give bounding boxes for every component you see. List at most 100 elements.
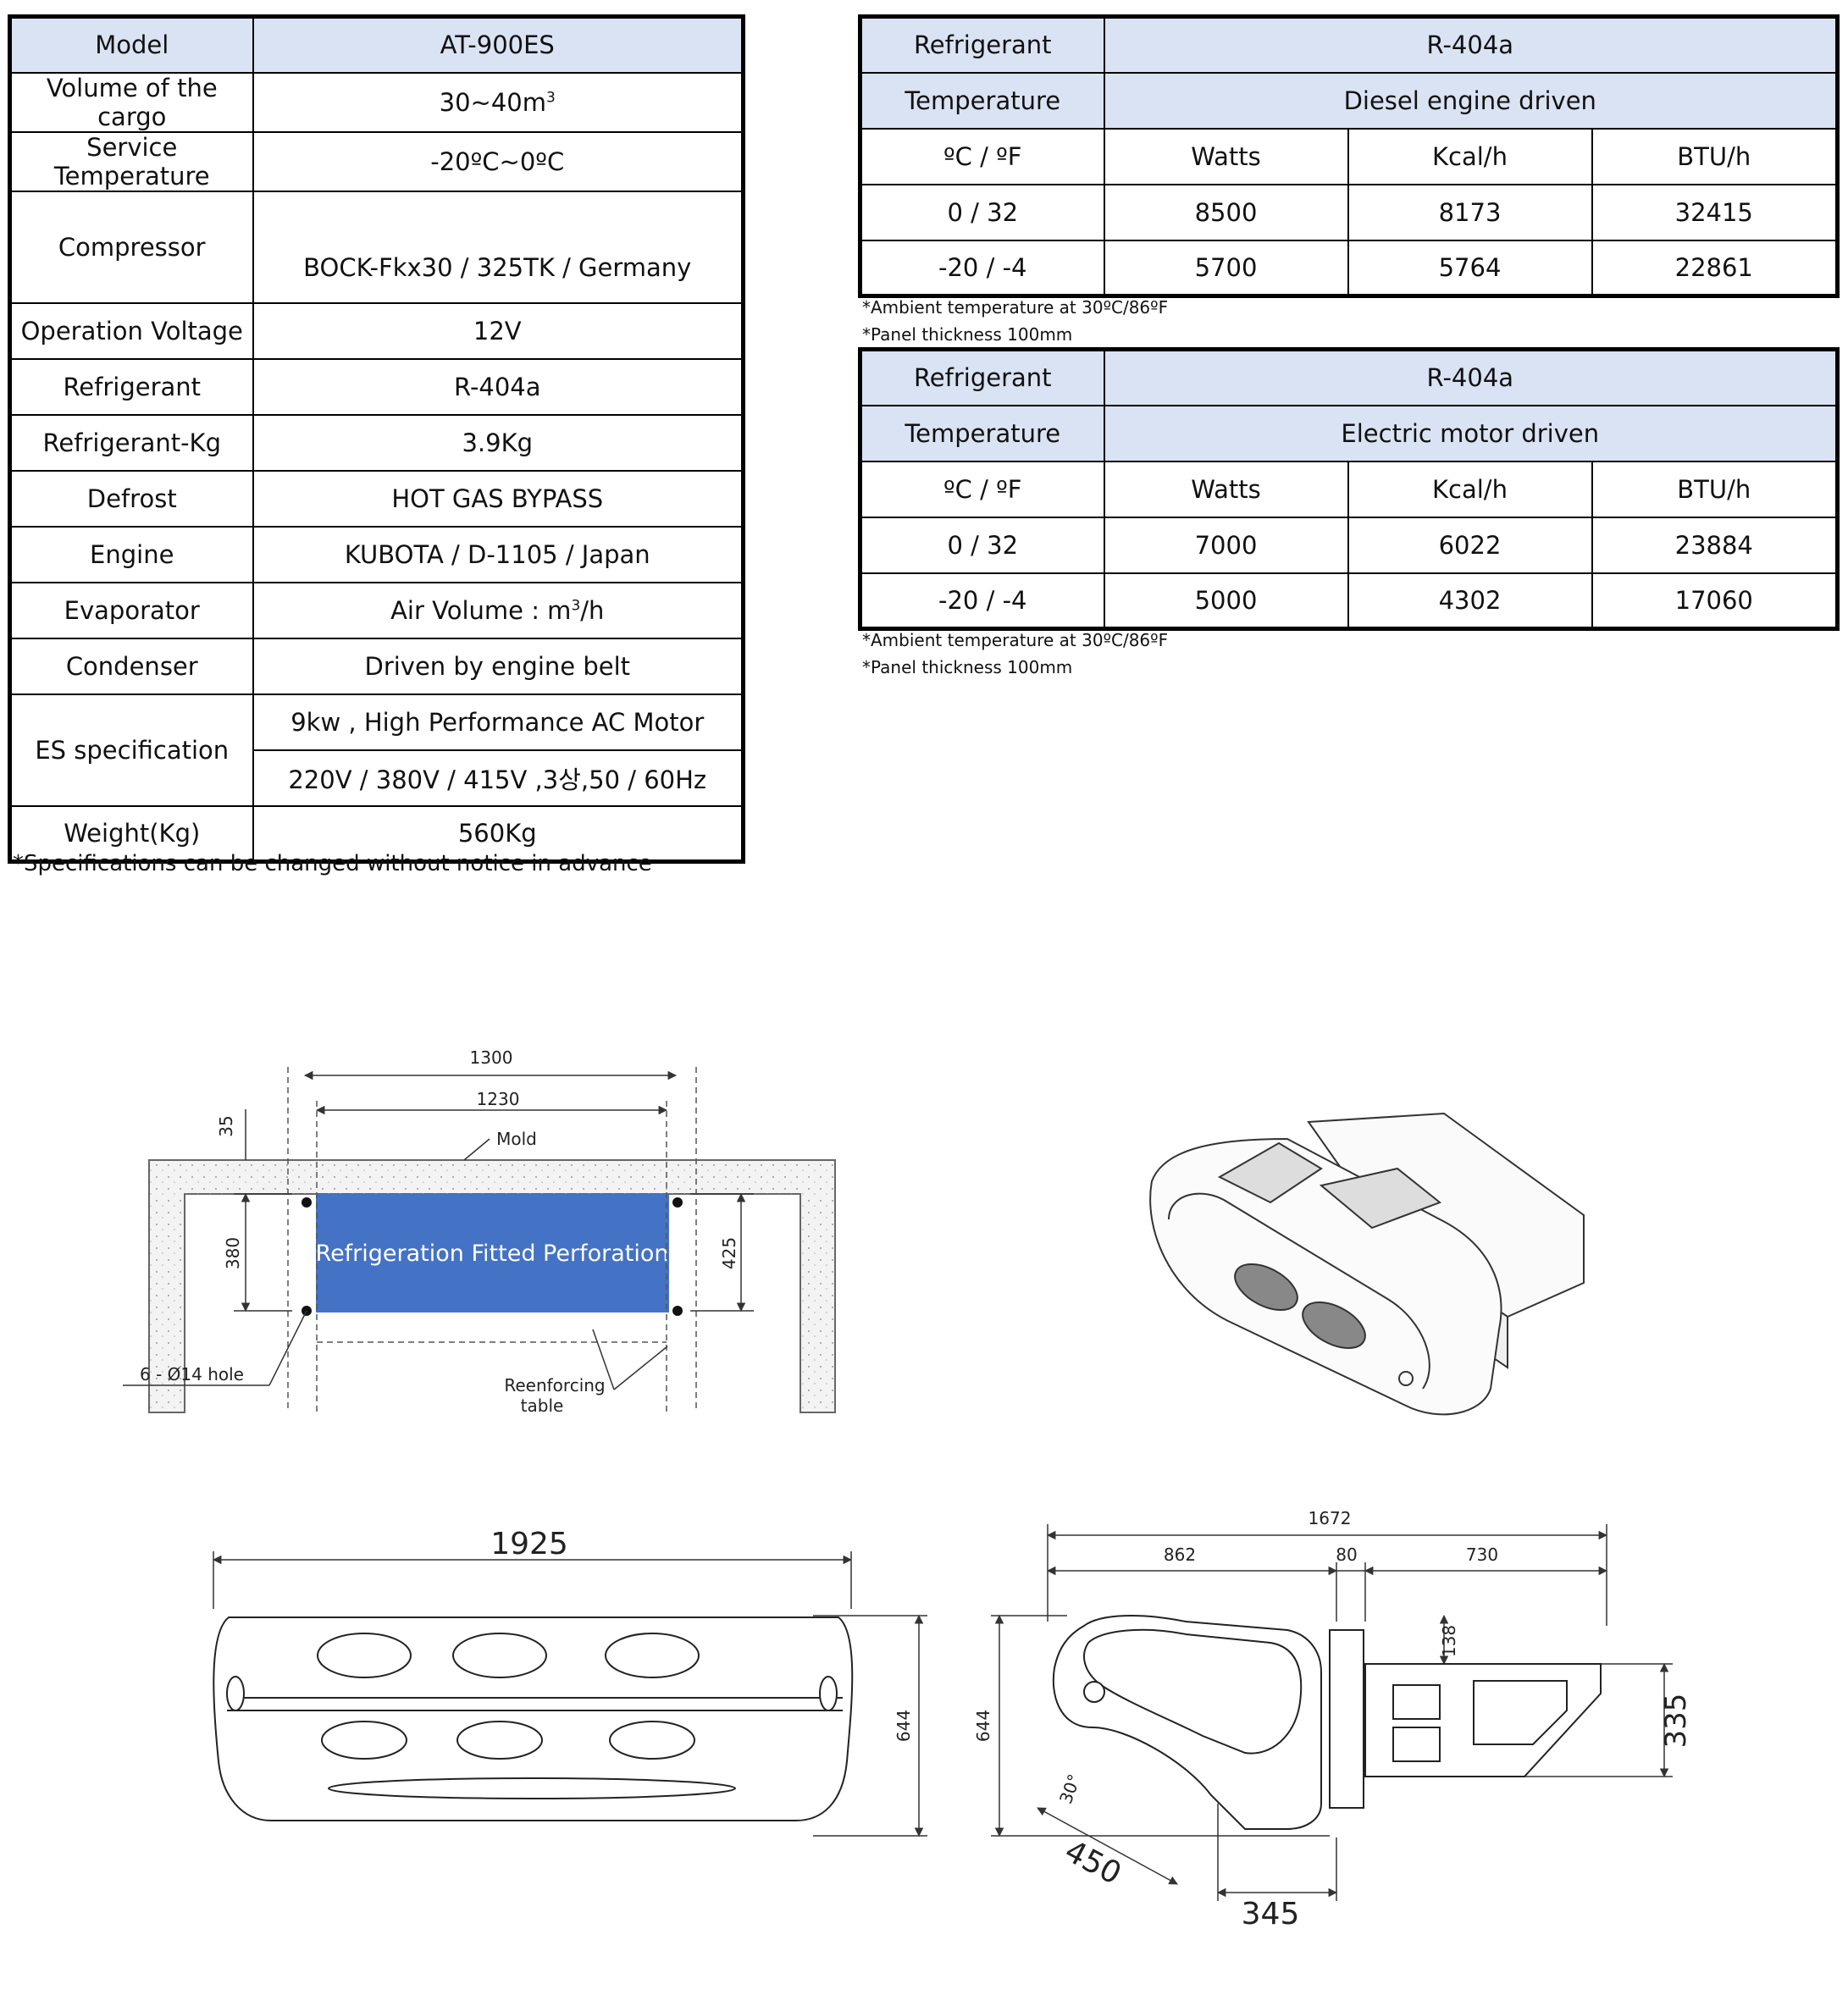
- side-body: [1052, 1615, 1322, 1830]
- diesel-temperature-label: Temperature: [859, 71, 1105, 130]
- mold-outline: [148, 1159, 836, 1413]
- spec-table: Model AT-900ES Volume of the cargo 30~40…: [8, 14, 745, 864]
- front-body: [213, 1616, 854, 1821]
- hole-label: 6 - Ø14 hole: [140, 1364, 244, 1384]
- defrost-value: HOT GAS BYPASS: [252, 469, 744, 528]
- condenser-label: Condenser: [8, 637, 254, 695]
- col-kcal: Kcal/h: [1347, 127, 1593, 185]
- reinforcing-label-2: table: [521, 1395, 564, 1416]
- electric-temperature-label: Temperature: [859, 404, 1105, 462]
- table-cell: 7000: [1103, 516, 1349, 574]
- mount-hole: [302, 1306, 312, 1316]
- table-row: Model AT-900ES: [8, 15, 744, 74]
- mount-hole: [672, 1306, 683, 1316]
- model-value: AT-900ES: [252, 15, 744, 74]
- dim-138: 138: [1439, 1625, 1459, 1657]
- es-spec-label: ES specification: [8, 693, 254, 807]
- dim-1672: 1672: [1309, 1508, 1352, 1528]
- dim-450: 450: [1059, 1834, 1126, 1892]
- dim-35: 35: [216, 1115, 236, 1136]
- col-watts: Watts: [1103, 127, 1349, 185]
- side-condenser-box: [1364, 1663, 1602, 1777]
- table-row: ES specification 9kw , High Performance …: [8, 693, 744, 807]
- evaporator-text: Air Volume : m: [390, 595, 572, 625]
- reinforcing-label: Reenforcing: [504, 1375, 605, 1395]
- electric-capacity-table: Refrigerant R-404a Temperature Electric …: [858, 347, 1840, 631]
- perforation-label: Refrigeration Fitted Perforation: [316, 1241, 669, 1267]
- table-cell: 22861: [1591, 239, 1839, 297]
- table-cell: 5764: [1347, 239, 1593, 297]
- dim-1925: 1925: [490, 1527, 568, 1561]
- voltage-label: Operation Voltage: [8, 301, 254, 360]
- cargo-volume-sup: 3: [546, 88, 556, 106]
- es-spec-motor: 9kw , High Performance AC Motor: [252, 693, 744, 751]
- table-row: Temperature Electric motor driven: [859, 404, 1839, 462]
- dim-335: 335: [1659, 1694, 1693, 1749]
- col-watts: Watts: [1103, 460, 1349, 518]
- service-temp-label: Service Temperature: [8, 130, 254, 192]
- table-header-row: ºC / ºF Watts Kcal/h BTU/h: [859, 460, 1839, 518]
- table-row: Volume of the cargo 30~40m3: [8, 71, 744, 133]
- table-cell: -20 / -4: [859, 572, 1105, 630]
- dim-front-644: 644: [894, 1710, 914, 1742]
- table-cell: 0 / 32: [859, 183, 1105, 241]
- table-row: 0 / 32 8500 8173 32415: [859, 183, 1839, 241]
- model-label: Model: [8, 15, 254, 74]
- compressor-value: BOCK-Fkx30 / 325TK / Germany: [252, 190, 744, 304]
- electric-refrigerant-label: Refrigerant: [859, 348, 1105, 406]
- dim-80: 80: [1336, 1545, 1357, 1565]
- evaporator-sup: 3: [571, 596, 581, 614]
- electric-refrigerant-value: R-404a: [1103, 348, 1839, 406]
- table-row: Service Temperature -20ºC~0ºC: [8, 130, 744, 192]
- table-row: Refrigerant R-404a: [859, 15, 1839, 74]
- table-row: Refrigerant R-404a: [8, 357, 744, 416]
- engine-value: KUBOTA / D-1105 / Japan: [252, 525, 744, 583]
- cargo-volume-text: 30~40m: [439, 87, 547, 117]
- table-row: Condenser Driven by engine belt: [8, 637, 744, 695]
- table-cell: 8173: [1347, 183, 1593, 241]
- voltage-value: 12V: [252, 301, 744, 360]
- dim-side-644: 644: [973, 1710, 993, 1742]
- table-cell: 4302: [1347, 572, 1593, 630]
- service-temp-value: -20ºC~0ºC: [252, 130, 744, 192]
- table-row: Temperature Diesel engine driven: [859, 71, 1839, 130]
- dim-345: 345: [1242, 1897, 1300, 1931]
- table-cell: 0 / 32: [859, 516, 1105, 574]
- cargo-volume-label: Volume of the cargo: [8, 71, 254, 133]
- table-header-row: ºC / ºF Watts Kcal/h BTU/h: [859, 127, 1839, 185]
- diesel-note-panel: *Panel thickness 100mm: [862, 324, 1073, 345]
- diesel-note-ambient: *Ambient temperature at 30ºC/86ºF: [862, 297, 1169, 318]
- electric-mode: Electric motor driven: [1103, 404, 1839, 462]
- evaporator-label: Evaporator: [8, 581, 254, 639]
- col-btu: BTU/h: [1591, 460, 1839, 518]
- refrigerant-label: Refrigerant: [8, 357, 254, 416]
- table-cell: 23884: [1591, 516, 1839, 574]
- refrigerant-kg-value: 3.9Kg: [252, 413, 744, 472]
- table-row: Evaporator Air Volume : m3/h: [8, 581, 744, 639]
- table-row: Engine KUBOTA / D-1105 / Japan: [8, 525, 744, 583]
- table-row: 0 / 32 7000 6022 23884: [859, 516, 1839, 574]
- evaporator-value: Air Volume : m3/h: [252, 581, 744, 639]
- evaporator-suffix: /h: [580, 595, 605, 625]
- table-cell: 17060: [1591, 572, 1839, 630]
- weight-label: Weight(Kg): [8, 804, 254, 863]
- es-spec-voltage: 220V / 380V / 415V ,3상,50 / 60Hz: [252, 749, 744, 807]
- table-row: Operation Voltage 12V: [8, 301, 744, 360]
- dim-862: 862: [1164, 1545, 1196, 1565]
- table-row: Weight(Kg) 560Kg: [8, 804, 744, 863]
- dim-1230: 1230: [477, 1089, 520, 1109]
- mold-label: Mold: [496, 1129, 537, 1149]
- defrost-label: Defrost: [8, 469, 254, 528]
- table-row: Defrost HOT GAS BYPASS: [8, 469, 744, 528]
- spec-footnote: *Specifications can be changed without n…: [13, 851, 652, 876]
- mount-hole: [302, 1197, 312, 1208]
- weight-value: 560Kg: [252, 804, 744, 863]
- diesel-capacity-table: Refrigerant R-404a Temperature Diesel en…: [858, 14, 1840, 298]
- dim-angle-30: 30°: [1055, 1771, 1085, 1807]
- table-row: -20 / -4 5000 4302 17060: [859, 572, 1839, 630]
- table-cell: 5700: [1103, 239, 1349, 297]
- table-row: Refrigerant R-404a: [859, 348, 1839, 406]
- table-cell: 5000: [1103, 572, 1349, 630]
- engine-label: Engine: [8, 525, 254, 583]
- refrigerant-value: R-404a: [252, 357, 744, 416]
